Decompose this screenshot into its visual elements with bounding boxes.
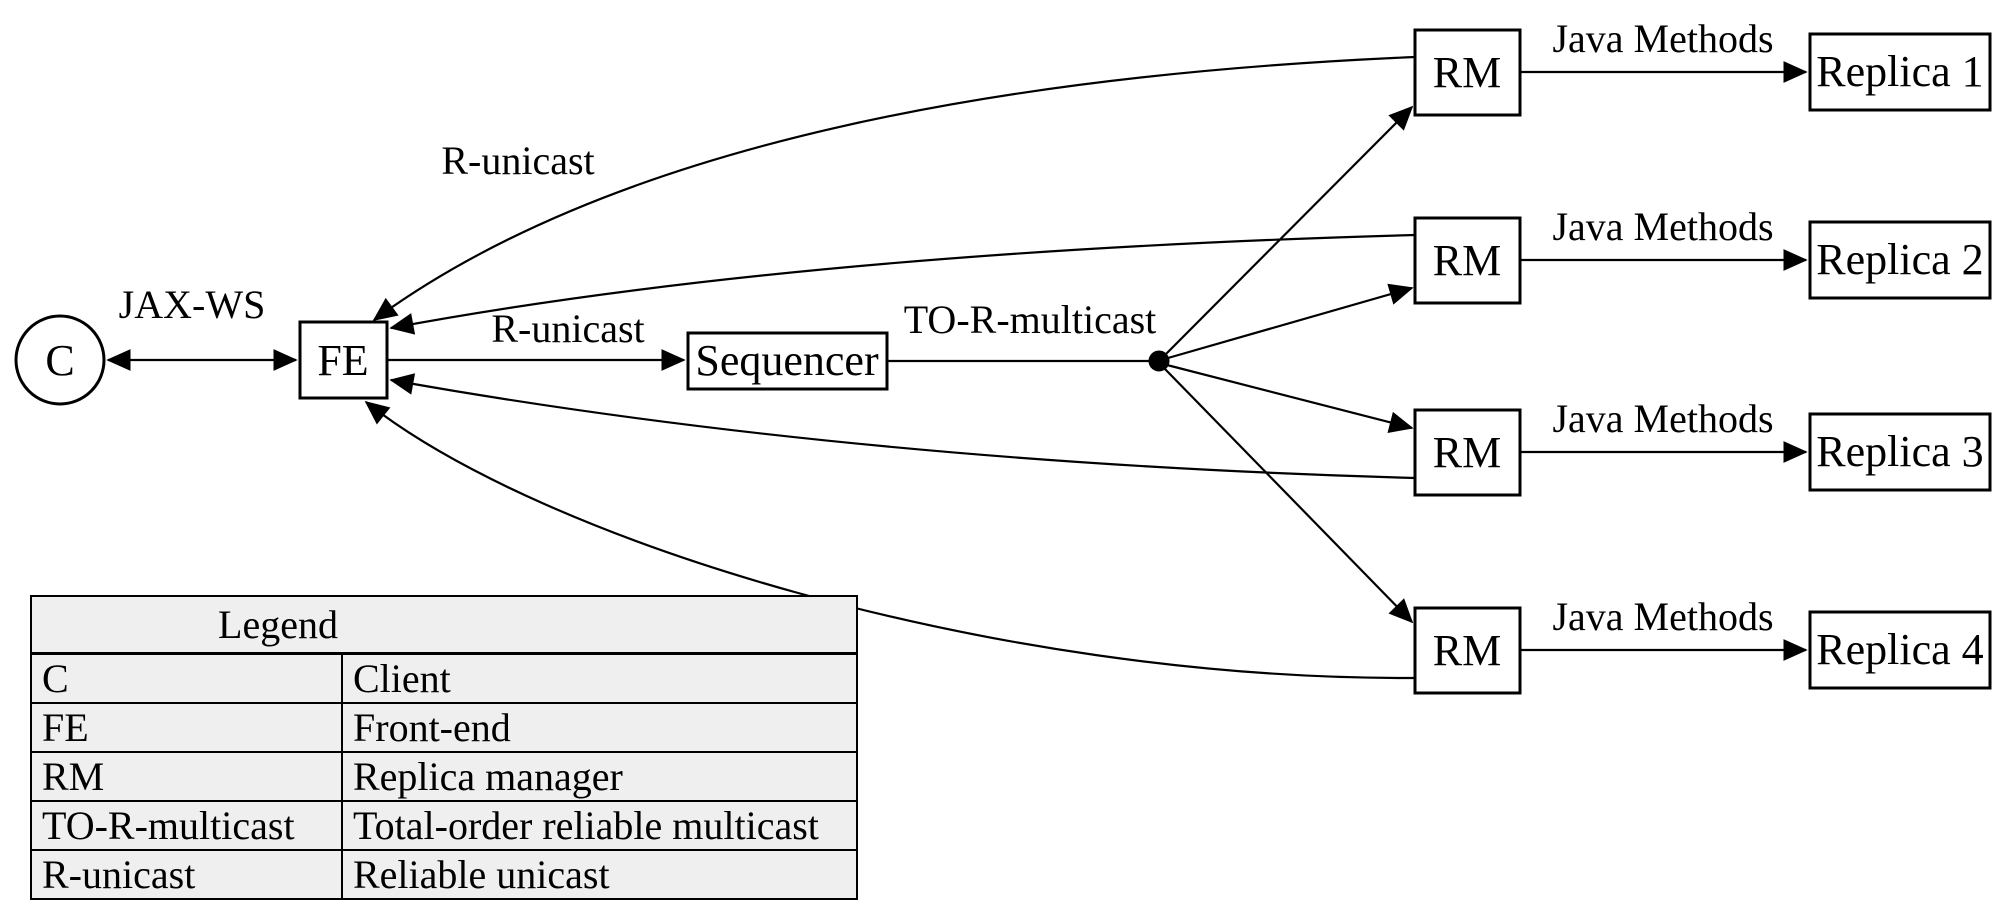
edge-rm1-fe-return: [372, 55, 1416, 322]
legend-row: TO-R-multicast Total-order reliable mult…: [30, 800, 858, 851]
legend-header-row: Legend: [30, 595, 858, 655]
legend-row: RM Replica manager: [30, 751, 858, 802]
legend-value: Front-end: [341, 702, 858, 753]
r-unicast-mid-label: R-unicast: [491, 306, 644, 351]
jax-ws-label: JAX-WS: [119, 282, 266, 327]
rm4-label: RM: [1433, 626, 1501, 675]
r-unicast-top-label: R-unicast: [441, 138, 594, 183]
replica2-label: Replica 2: [1816, 235, 1983, 284]
legend-row: FE Front-end: [30, 702, 858, 753]
edge-multicast-rm4: [1163, 367, 1414, 624]
replica4-label: Replica 4: [1816, 625, 1983, 674]
edge-multicast-rm1: [1165, 105, 1414, 355]
legend-title: Legend: [218, 602, 338, 647]
legend-key: FE: [30, 702, 343, 753]
legend-key: C: [30, 652, 343, 704]
legend-value: Client: [341, 652, 858, 704]
legend-table: Legend C Client FE Front-end RM Replica …: [30, 595, 858, 900]
sequencer-label: Sequencer: [695, 336, 879, 385]
client-label: C: [45, 336, 74, 385]
replica3-label: Replica 3: [1816, 427, 1983, 476]
rm1-node: [1413, 28, 1522, 117]
client-node: [14, 314, 106, 406]
edge-rm3-fe-return: [389, 373, 1416, 480]
replica2-node: [1808, 220, 1992, 300]
legend-key: RM: [30, 751, 343, 802]
multicast-point: [1148, 350, 1170, 372]
rm2-label: RM: [1433, 236, 1501, 285]
java-methods-label-3: Java Methods: [1552, 396, 1773, 441]
legend-header-cell: Legend: [30, 595, 858, 655]
replica3-node: [1808, 412, 1992, 492]
edge-multicast-rm2: [1167, 283, 1414, 360]
to-r-multicast-label: TO-R-multicast: [904, 297, 1157, 342]
legend-value: Replica manager: [341, 751, 858, 802]
rm4-node: [1413, 606, 1522, 695]
edge-multicast-rm3: [1166, 363, 1414, 433]
rm3-label: RM: [1433, 428, 1501, 477]
java-methods-label-2: Java Methods: [1552, 204, 1773, 249]
replica4-node: [1808, 610, 1992, 690]
rm1-label: RM: [1433, 48, 1501, 97]
rm3-node: [1413, 408, 1522, 497]
legend-value: Total-order reliable multicast: [341, 800, 858, 851]
legend-key: R-unicast: [30, 849, 343, 900]
fe-label: FE: [317, 336, 368, 385]
sequencer-node: [686, 331, 889, 391]
legend-row: R-unicast Reliable unicast: [30, 849, 858, 900]
edge-rm2-fe-return: [389, 233, 1416, 335]
java-methods-label-4: Java Methods: [1552, 594, 1773, 639]
fe-node: [298, 320, 389, 400]
rm2-node: [1413, 216, 1522, 305]
edge-rm4-fe-return: [364, 400, 1416, 680]
legend-value: Reliable unicast: [341, 849, 858, 900]
replica1-node: [1808, 32, 1992, 112]
java-methods-label-1: Java Methods: [1552, 16, 1773, 61]
legend-row: C Client: [30, 652, 858, 704]
replica1-label: Replica 1: [1816, 47, 1983, 96]
legend-key: TO-R-multicast: [30, 800, 343, 851]
